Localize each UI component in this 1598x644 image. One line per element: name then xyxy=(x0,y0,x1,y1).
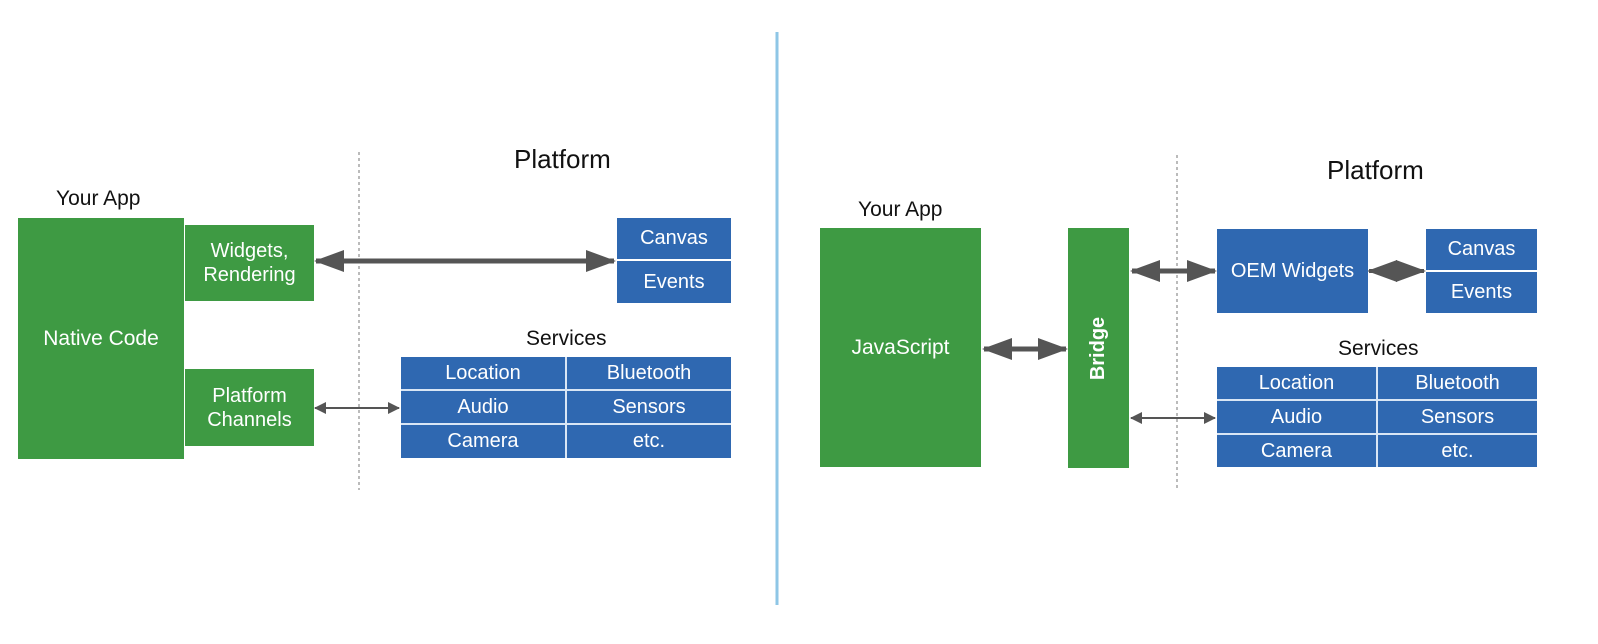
javascript-box: JavaScript xyxy=(820,228,981,467)
platform-channels-box: Platform Channels xyxy=(185,369,314,446)
widgets-rendering-box: Widgets, Rendering xyxy=(185,225,314,301)
platform-channels-line1: Platform xyxy=(212,384,287,407)
bridge-label: Bridge xyxy=(1087,316,1109,380)
events-label-right: Events xyxy=(1450,281,1513,303)
canvas-box-right: Canvas xyxy=(1426,229,1537,270)
services-label-right: Services xyxy=(1338,337,1419,360)
platform-label-left: Platform xyxy=(514,144,611,174)
oem-widgets-label: OEM Widgets xyxy=(1230,259,1355,282)
widgets-rendering-line2: Rendering xyxy=(203,264,296,286)
service-camera-right: Camera xyxy=(1217,435,1376,467)
canvas-label-left: Canvas xyxy=(640,227,708,249)
service-etc-right: etc. xyxy=(1378,435,1537,467)
events-box-left: Events xyxy=(617,261,731,303)
platform-channels-line2: Channels xyxy=(207,408,292,431)
service-location-right: Location xyxy=(1217,367,1376,399)
platform-label-right: Platform xyxy=(1327,155,1424,185)
events-box-right: Events xyxy=(1426,272,1537,313)
service-audio-left: Audio xyxy=(401,391,565,423)
service-bluetooth-right: Bluetooth xyxy=(1378,367,1537,399)
bridge-box: Bridge xyxy=(1068,228,1129,468)
service-etc-left: etc. xyxy=(567,425,731,458)
your-app-label-right: Your App xyxy=(858,198,943,221)
services-label-left: Services xyxy=(526,327,607,350)
service-sensors-right: Sensors xyxy=(1378,401,1537,433)
widgets-rendering-line1: Widgets, xyxy=(210,240,289,262)
service-location-left: Location xyxy=(401,357,565,389)
events-label-left: Events xyxy=(643,270,705,293)
native-code-label: Native Code xyxy=(43,326,159,350)
your-app-label-left: Your App xyxy=(56,187,141,210)
service-camera-left: Camera xyxy=(401,425,565,458)
services-grid-right: Location Bluetooth Audio Sensors Camera … xyxy=(1217,367,1537,467)
service-audio-right: Audio xyxy=(1217,401,1376,433)
javascript-label: JavaScript xyxy=(851,335,950,359)
canvas-label-right: Canvas xyxy=(1447,238,1516,260)
native-code-box: Native Code xyxy=(18,218,184,459)
services-grid-left: Location Bluetooth Audio Sensors Camera … xyxy=(401,357,731,458)
canvas-box-left: Canvas xyxy=(617,218,731,259)
service-bluetooth-left: Bluetooth xyxy=(567,357,731,389)
service-sensors-left: Sensors xyxy=(567,391,731,423)
oem-widgets-box: OEM Widgets xyxy=(1217,229,1368,313)
